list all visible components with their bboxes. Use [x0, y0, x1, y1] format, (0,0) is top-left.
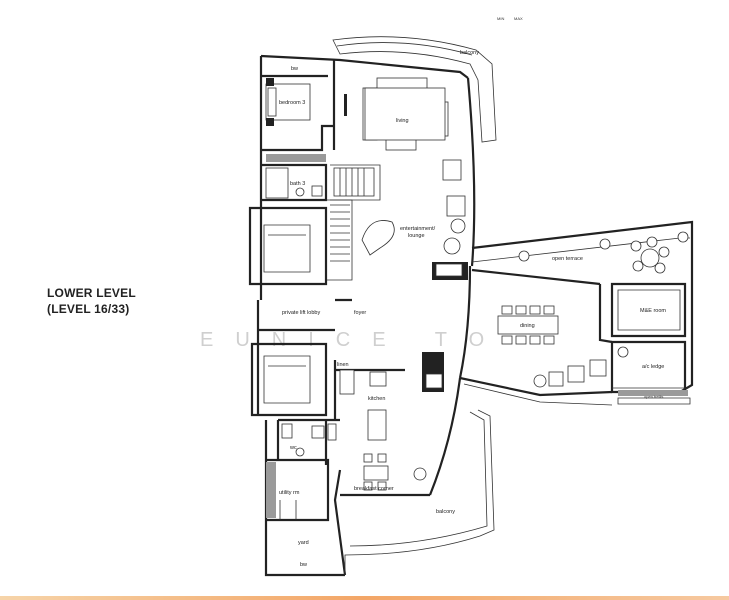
kitchen-fixtures [311, 352, 444, 491]
bedroom3-furniture [265, 78, 347, 126]
label-me-room: M&E room [640, 308, 666, 314]
label-bw-top: bw [291, 66, 298, 72]
dining-set [497, 305, 559, 345]
label-balcony-bottom: balcony [436, 509, 455, 515]
compass-min-label: MIN [497, 16, 504, 21]
label-open-trellis: open trellis [644, 394, 663, 399]
bath3-fixtures [265, 154, 326, 199]
plan-title-line1: LOWER LEVEL [47, 286, 136, 300]
label-private-lift-lobby: private lift lobby [282, 310, 320, 316]
label-kitchen: kitchen [368, 396, 385, 402]
living-furniture [362, 77, 449, 151]
label-entertainment: entertainment/ [400, 226, 436, 232]
label-balcony-top: balcony [460, 50, 479, 56]
lounge-furniture [361, 159, 468, 280]
label-bath3: bath 3 [290, 181, 305, 187]
label-lounge: lounge [408, 233, 425, 239]
label-linen: linen [337, 362, 349, 368]
label-utility-rm: utility rm [279, 490, 300, 496]
label-open-terrace: open terrace [552, 256, 583, 262]
plan-title-line2: (LEVEL 16/33) [47, 302, 130, 316]
label-ac-ledge: a/c ledge [642, 364, 664, 370]
terrace-furniture [518, 231, 689, 396]
label-wc: wc [289, 445, 297, 451]
label-bw-bottom: bw [300, 562, 307, 568]
label-living: living [396, 118, 409, 124]
label-dining: dining [520, 323, 535, 329]
label-foyer: foyer [354, 310, 366, 316]
wc-fixtures [266, 423, 305, 520]
staircase [330, 167, 375, 262]
compass-max-label: MAX [514, 16, 523, 21]
balcony-top [332, 36, 497, 143]
accent-bar [0, 596, 729, 600]
terrace-wing [459, 220, 694, 406]
label-yard: yard [298, 540, 309, 546]
label-breakfast-corner: breakfast corner [354, 486, 394, 492]
exterior-walls [256, 54, 476, 577]
watermark: EUNICE TO [200, 329, 506, 351]
balcony-bottom [344, 409, 495, 575]
label-bedroom3: bedroom 3 [279, 100, 305, 106]
